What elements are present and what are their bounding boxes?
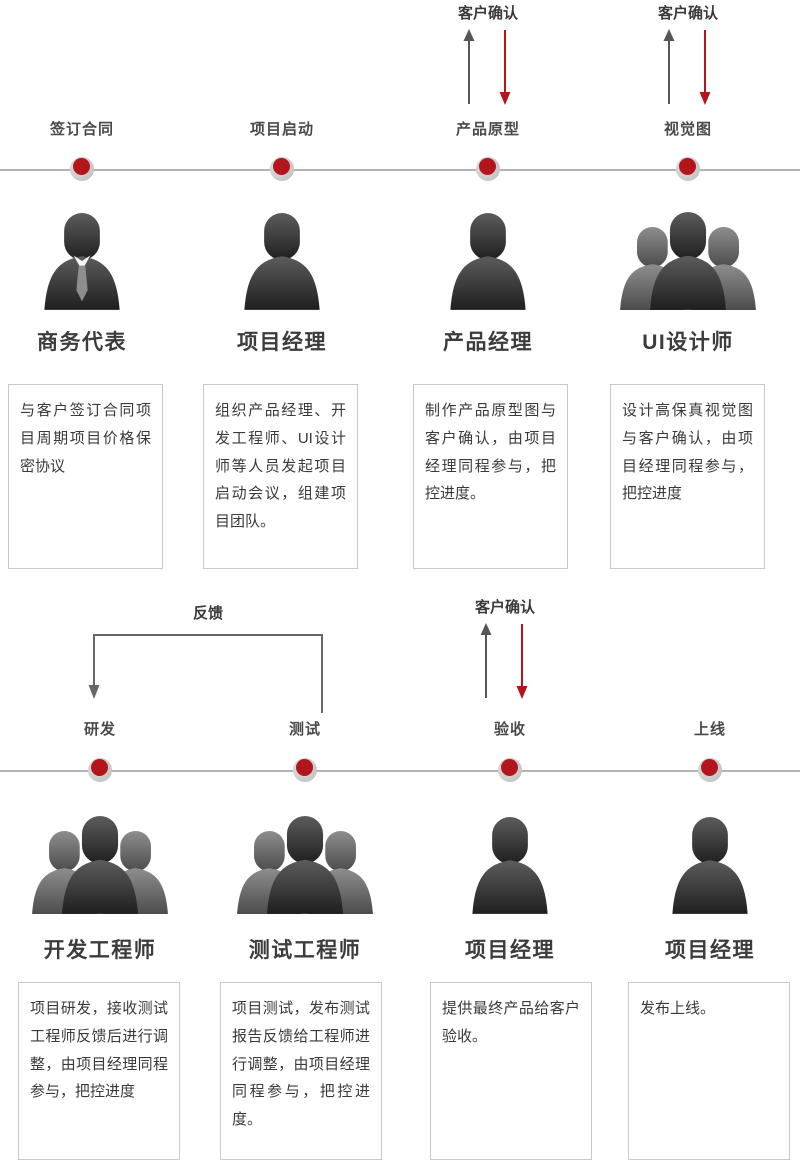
feedback-label: 反馈 (192, 605, 223, 622)
stage-column-launch: 上线 项目经理 (622, 590, 798, 1176)
timeline-node (698, 758, 722, 782)
stage-label: 研发 (83, 721, 116, 738)
arrow-down-icon (516, 624, 528, 699)
stage-column-kickoff: 项目启动 项目经理 (194, 0, 370, 590)
timeline-node (676, 157, 700, 181)
stage-label: 视觉图 (663, 121, 712, 138)
description-text: 发布上线。 (640, 1000, 716, 1017)
description-box: 项目测试，发布测试报告反馈给工程师进行调整，由项目经理同程参与，把控进度。 (220, 982, 382, 1160)
person-icon (622, 814, 798, 914)
timeline-node (476, 157, 500, 181)
role-title: UI设计师 (642, 331, 734, 354)
team-icon (217, 814, 393, 914)
description-text: 组织产品经理、开发工程师、UI设计师等人员发起项目启动会议，组建项目团队。 (215, 402, 346, 530)
confirm-arrows-icon (480, 623, 528, 699)
stage-column-testing: 测试 测试工程师 (217, 590, 393, 1176)
workflow-row-1: 客户确认 客户确认 (0, 0, 800, 590)
timeline-node (498, 758, 522, 782)
description-box: 设计高保真视觉图与客户确认，由项目经理同程参与，把控进度 (610, 384, 765, 569)
stage-column-sign-contract: 签订合同 商务代表 (0, 0, 170, 590)
timeline-line (0, 169, 800, 171)
customer-confirm-annotation: 客户确认 (453, 2, 523, 111)
description-box: 制作产品原型图与客户确认，由项目经理同程参与，把控进度。 (413, 384, 568, 569)
stage-column-prototype: 产品原型 产品经理 (400, 0, 576, 590)
arrow-down-icon (499, 30, 511, 105)
role-title: 开发工程师 (43, 939, 157, 962)
confirm-arrows-icon (663, 29, 711, 105)
confirm-arrows-icon (463, 29, 511, 105)
stage-label: 上线 (693, 721, 726, 738)
arrow-up-icon (480, 623, 492, 698)
arrow-up-icon (663, 29, 675, 104)
role-title: 项目经理 (237, 331, 327, 354)
stage-label: 验收 (493, 721, 526, 738)
timeline-node (293, 758, 317, 782)
stage-label: 项目启动 (249, 121, 314, 138)
workflow-row-2: 反馈 客户确认 研发 (0, 590, 800, 1176)
role-title: 测试工程师 (248, 939, 362, 962)
stage-label: 产品原型 (455, 121, 520, 138)
timeline-node (270, 157, 294, 181)
customer-confirm-annotation: 客户确认 (653, 2, 723, 111)
description-text: 制作产品原型图与客户确认，由项目经理同程参与，把控进度。 (425, 402, 556, 503)
description-text: 项目研发，接收测试工程师反馈后进行调整，由项目经理同程参与，把控进度 (30, 1000, 168, 1101)
description-text: 项目测试，发布测试报告反馈给工程师进行调整，由项目经理同程参与，把控进度。 (232, 1000, 370, 1128)
confirm-label: 客户确认 (457, 5, 518, 22)
role-title: 产品经理 (443, 331, 533, 354)
role-title: 项目经理 (665, 939, 755, 962)
business-person-icon (0, 210, 170, 310)
team-icon (12, 814, 188, 914)
stage-label: 测试 (288, 721, 321, 738)
arrow-down-icon (699, 30, 711, 105)
role-title: 商务代表 (37, 331, 127, 354)
timeline-node (88, 758, 112, 782)
description-text: 提供最终产品给客户验收。 (442, 1000, 580, 1045)
confirm-label: 客户确认 (657, 5, 718, 22)
feedback-annotation: 反馈 (86, 602, 330, 718)
team-icon (600, 210, 776, 310)
description-box: 项目研发，接收测试工程师反馈后进行调整，由项目经理同程参与，把控进度 (18, 982, 180, 1160)
stage-column-acceptance: 验收 项目经理 (422, 590, 598, 1176)
stage-label: 签订合同 (49, 121, 114, 138)
description-box: 提供最终产品给客户验收。 (430, 982, 592, 1160)
description-box: 与客户签订合同项目周期项目价格保密协议 (8, 384, 163, 569)
timeline-line (0, 770, 800, 772)
person-icon (422, 814, 598, 914)
stage-column-development: 研发 开发工程师 (12, 590, 188, 1176)
feedback-arrow-icon (88, 634, 323, 713)
description-text: 与客户签订合同项目周期项目价格保密协议 (20, 402, 151, 475)
arrow-up-icon (463, 29, 475, 104)
customer-confirm-annotation: 客户确认 (470, 596, 540, 705)
person-icon (400, 210, 576, 310)
description-text: 设计高保真视觉图与客户确认，由项目经理同程参与，把控进度 (622, 402, 753, 503)
role-title: 项目经理 (465, 939, 555, 962)
description-box: 组织产品经理、开发工程师、UI设计师等人员发起项目启动会议，组建项目团队。 (203, 384, 358, 569)
stage-column-visual-design: 视觉图 UI设计师 (600, 0, 776, 590)
timeline-node (70, 157, 94, 181)
confirm-label: 客户确认 (474, 599, 535, 616)
person-icon (194, 210, 370, 310)
description-box: 发布上线。 (628, 982, 790, 1160)
